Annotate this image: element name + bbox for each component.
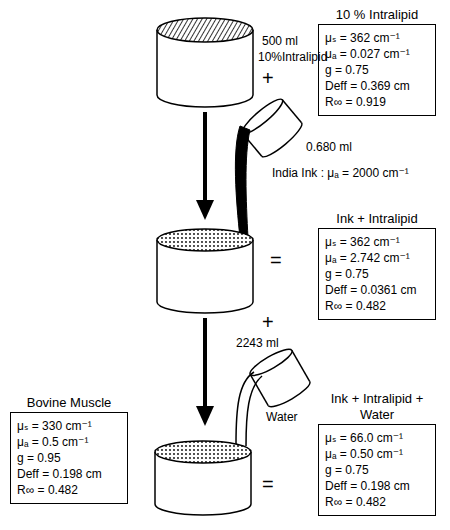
property-line: Deff = 0.369 cm	[325, 78, 429, 94]
property-line: Deff = 0.198 cm	[325, 478, 429, 494]
property-line: μₛ = 330 cm⁻¹	[17, 418, 121, 434]
property-line: Deff = 0.198 cm	[17, 466, 121, 482]
property-box: Bovine Muscleμₛ = 330 cm⁻¹μₐ = 0.5 cm⁻¹g…	[10, 412, 128, 504]
property-line: μₐ = 0.5 cm⁻¹	[17, 434, 121, 450]
annotation: 10%Intralipid	[258, 50, 327, 64]
property-line: g = 0.75	[325, 266, 429, 282]
beaker	[155, 441, 251, 515]
box-heading: Ink + Intralipid + Water	[319, 391, 435, 423]
ink-cup	[239, 95, 306, 161]
property-line: μₐ = 0.027 cm⁻¹	[325, 46, 429, 62]
water-stream	[236, 372, 262, 446]
ink-stream	[235, 126, 250, 238]
property-line: R∞ = 0.482	[325, 298, 429, 314]
annotation: 2243 ml	[236, 336, 279, 350]
property-line: μₛ = 66.0 cm⁻¹	[325, 430, 429, 446]
property-line: R∞ = 0.482	[325, 494, 429, 510]
water-cup	[247, 345, 313, 411]
property-line: μₐ = 0.50 cm⁻¹	[325, 446, 429, 462]
property-line: R∞ = 0.482	[17, 482, 121, 498]
box-heading: 10 % Intralipid	[319, 7, 435, 23]
annotation: Water	[266, 410, 298, 424]
down-arrow	[196, 318, 214, 426]
property-line: g = 0.75	[325, 462, 429, 478]
annotation: India Ink : μₐ = 2000 cm⁻¹	[272, 166, 409, 180]
down-arrow	[196, 112, 214, 220]
box-heading: Bovine Muscle	[11, 395, 127, 411]
property-line: Deff = 0.0361 cm	[325, 282, 429, 298]
property-line: g = 0.95	[17, 450, 121, 466]
property-line: μₛ = 362 cm⁻¹	[325, 234, 429, 250]
property-box: Ink + Intralipid + Waterμₛ = 66.0 cm⁻¹μₐ…	[318, 424, 436, 516]
operator-sign: =	[262, 472, 274, 496]
property-box: Ink + Intralipidμₛ = 362 cm⁻¹μₐ = 2.742 …	[318, 228, 436, 320]
property-box: 10 % Intralipidμₛ = 362 cm⁻¹μₐ = 0.027 c…	[318, 24, 436, 116]
beaker	[157, 229, 253, 313]
property-line: μₐ = 2.742 cm⁻¹	[325, 250, 429, 266]
property-line: g = 0.75	[325, 62, 429, 78]
annotation: 500 ml	[262, 34, 298, 48]
beaker	[157, 18, 253, 107]
box-heading: Ink + Intralipid	[319, 211, 435, 227]
operator-sign: +	[262, 310, 274, 334]
property-line: R∞ = 0.919	[325, 94, 429, 110]
property-line: μₛ = 362 cm⁻¹	[325, 30, 429, 46]
operator-sign: +	[262, 66, 274, 90]
operator-sign: =	[270, 248, 282, 272]
annotation: 0.680 ml	[306, 140, 352, 154]
